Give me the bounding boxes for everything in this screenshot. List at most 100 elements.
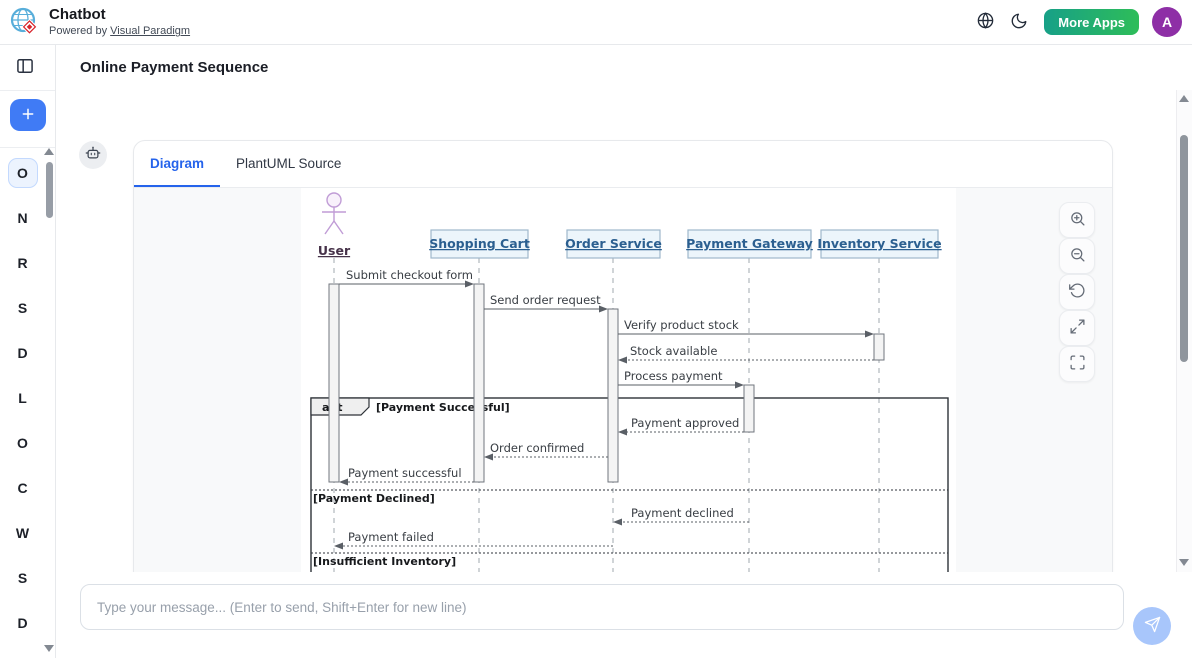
message-arrowhead [613,518,622,526]
diagram-text: Order confirmed [490,441,584,455]
sidebar-item-chat[interactable]: O [0,420,45,465]
scrollbar-thumb[interactable] [1180,135,1188,362]
sidebar-item-chat[interactable]: S [0,555,45,600]
activation-bar [607,308,619,483]
diagram-zoom-controls [1059,202,1095,382]
sidebar-item-chat[interactable]: S [0,285,45,330]
globe-icon [976,11,995,33]
diagram-text: Payment Gateway [686,236,813,251]
sidebar-item-chat[interactable]: N [0,195,45,240]
diagram-card: Diagram PlantUML Source alt[Payment Succ… [133,140,1113,572]
sidebar-toggle-icon [15,56,35,79]
sidebar-item-chat[interactable]: W [0,510,45,555]
app-titles: Chatbot Powered by Visual Paradigm [49,5,190,38]
plus-icon [20,106,36,125]
sidebar-item-chat[interactable]: C [0,465,45,510]
zoom-out-button[interactable] [1059,238,1095,274]
top-header: Chatbot Powered by Visual Paradigm More … [0,0,1192,45]
scroll-up-arrow[interactable] [44,148,54,155]
zoom-in-button[interactable] [1059,202,1095,238]
actor-head [326,192,342,208]
diagram-text: Payment failed [348,530,434,544]
divider [0,90,55,91]
chat-area: Diagram PlantUML Source alt[Payment Succ… [56,90,1192,573]
theme-toggle-button[interactable] [1002,5,1036,39]
tab-plantuml-source[interactable]: PlantUML Source [236,155,342,171]
robot-icon [84,144,102,167]
chat-scrollbar [1176,90,1192,572]
participant-box [687,229,812,259]
diagram-text: Shopping Cart [429,236,530,251]
sidebar-item-chat[interactable]: L [0,375,45,420]
message-arrowhead [618,356,627,364]
activation-bar [473,283,485,483]
tab-diagram[interactable]: Diagram [134,141,221,187]
message-arrowhead [334,542,343,550]
scrollbar-thumb[interactable] [46,162,53,218]
divider [0,147,55,148]
sidebar-scrollbar [44,148,55,652]
chat-item-label: O [17,434,28,451]
message-arrowhead [339,478,348,486]
zoom-in-icon [1069,210,1086,230]
powered-by-text: Powered by [49,25,108,38]
sidebar-toggle-button[interactable] [12,54,38,80]
more-apps-button[interactable]: More Apps [1044,9,1139,35]
actor-leg [333,220,344,235]
diagram-text: Send order request [490,293,601,307]
send-button[interactable] [1133,607,1171,645]
visual-paradigm-link[interactable]: Visual Paradigm [110,25,191,38]
participant-box [430,229,529,259]
fullscreen-button[interactable] [1059,346,1095,382]
message-arrowhead [599,305,608,313]
message-arrowhead [865,330,874,338]
sidebar-item-chat[interactable]: R [0,240,45,285]
diagram-text: Order Service [565,236,662,251]
sidebar-item-chat[interactable]: O [0,150,45,195]
activation-bar [328,283,340,483]
chat-item-label: R [17,254,28,271]
assistant-avatar [79,141,107,169]
message-composer [56,572,1192,658]
expand-button[interactable] [1059,310,1095,346]
powered-by: Powered by Visual Paradigm [49,25,190,37]
sequence-diagram: alt[Payment Successful][Payment Declined… [301,188,956,572]
send-icon [1144,616,1161,636]
chat-item-label: C [17,479,28,496]
page-title: Online Payment Sequence [80,58,269,76]
scroll-up-arrow[interactable] [1179,95,1189,102]
activation-bar [873,333,885,361]
rotate-ccw-icon [1068,282,1086,302]
chat-item-label: S [17,299,28,316]
tab-bar: Diagram PlantUML Source [134,141,1112,188]
language-button[interactable] [968,5,1002,39]
user-avatar[interactable]: A [1152,7,1182,37]
diagram-text: Submit checkout form [346,268,473,282]
diagram-viewer: alt[Payment Successful][Payment Declined… [134,188,1112,572]
diagram-text: Verify product stock [624,318,739,332]
message-arrowhead [735,381,744,389]
scroll-down-arrow[interactable] [44,645,54,652]
reset-view-button[interactable] [1059,274,1095,310]
diagram-text: Payment approved [631,416,739,430]
message-arrowhead [618,428,627,436]
chat-item-label: S [17,569,28,586]
alt-operator-pentagon [310,397,370,416]
sequence-diagram-svg: alt[Payment Successful][Payment Declined… [310,192,949,572]
new-chat-button[interactable] [10,99,46,131]
diagram-text: User [318,243,351,258]
diagram-text: Process payment [624,369,723,383]
sidebar-item-chat[interactable]: D [0,330,45,375]
scroll-down-arrow[interactable] [1179,559,1189,566]
chat-item-label: D [17,344,28,361]
app-title: Chatbot [49,5,106,23]
diagram-text: Stock available [630,344,717,358]
diagram-text: Inventory Service [817,236,941,251]
message-input[interactable] [80,584,1124,630]
zoom-out-icon [1069,246,1086,266]
page-title-row: Online Payment Sequence [56,44,1192,91]
sidebar-item-chat[interactable]: D [0,600,45,645]
